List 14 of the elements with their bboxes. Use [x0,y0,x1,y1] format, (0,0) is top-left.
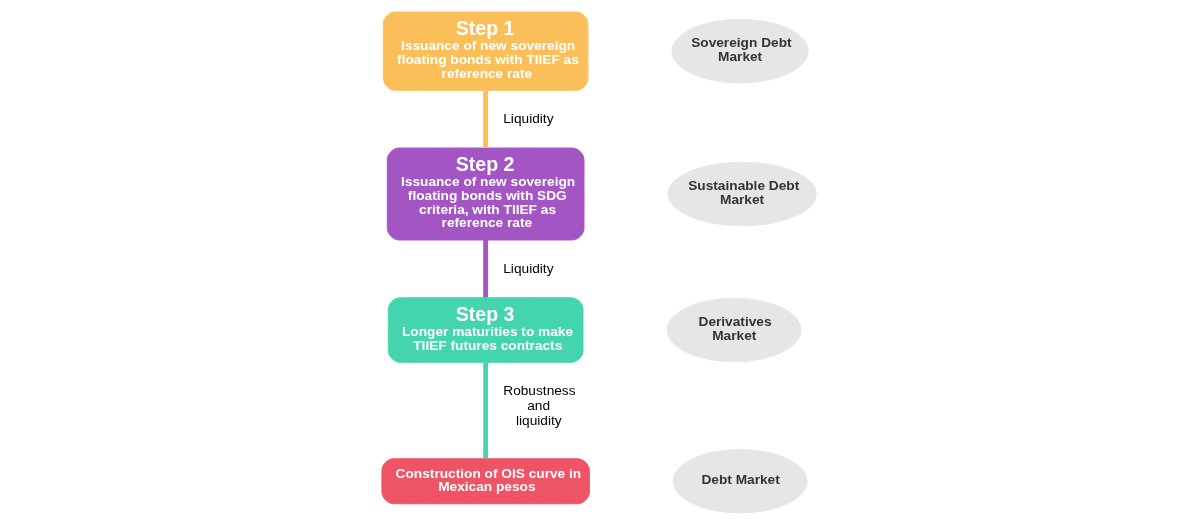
edge-label: Robustness and liquidity [503,383,576,428]
connector [483,362,489,459]
connector [483,240,489,298]
node-box: Step 1 Issuance of new sovereign floating bonds with TIIEF as reference rate [382,11,589,91]
edge-label: Liquidity [503,111,554,127]
node-box: Step 3 Longer maturities to make TIIEF futures contracts [387,297,584,363]
node-ellipse: Debt Market [672,448,808,514]
connector [483,90,489,148]
node-ellipse: Sustainable Debt Market [667,161,817,227]
node-ellipse: Sovereign Debt Market [671,18,809,84]
node-ellipse: Derivatives Market [666,297,802,363]
edge-label: Liquidity [503,260,554,276]
node-box: Step 2 Issuance of new sovereign floating bonds with SDG criteria, with TIIEF as reference rate [386,147,585,241]
node-box: Construction of OIS curve in Mexican pesos [381,458,590,505]
